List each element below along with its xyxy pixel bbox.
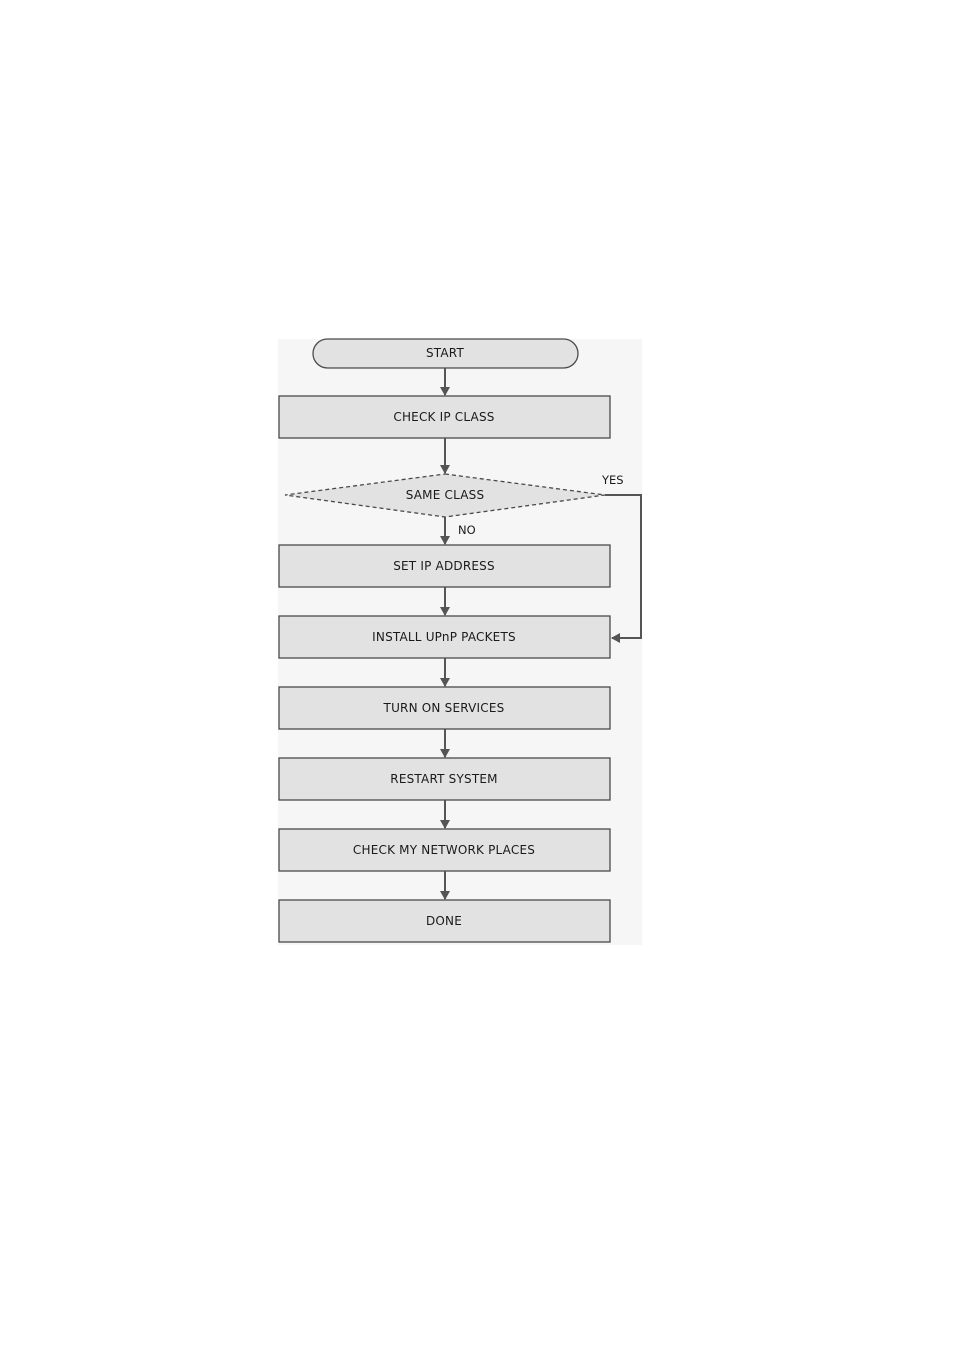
check-ip-class-node: CHECK IP CLASS	[278, 395, 611, 439]
start-label: START	[426, 346, 464, 360]
start-node: START	[312, 338, 579, 369]
restart-system-label: RESTART SYSTEM	[390, 772, 497, 786]
turn-on-services-node: TURN ON SERVICES	[278, 686, 611, 730]
no-label: NO	[458, 523, 476, 537]
arrow-yes-to-install	[605, 494, 642, 643]
restart-system-node: RESTART SYSTEM	[278, 757, 611, 801]
check-ip-class-label: CHECK IP CLASS	[393, 410, 494, 424]
same-class-label: SAME CLASS	[406, 488, 485, 502]
yes-label: YES	[601, 473, 624, 487]
check-network-places-node: CHECK MY NETWORK PLACES	[278, 828, 611, 872]
done-node: DONE	[278, 899, 611, 943]
done-label: DONE	[426, 914, 462, 928]
set-ip-address-node: SET IP ADDRESS	[278, 544, 611, 588]
install-upnp-node: INSTALL UPnP PACKETS	[278, 615, 611, 659]
turn-on-services-label: TURN ON SERVICES	[383, 701, 505, 715]
install-upnp-label: INSTALL UPnP PACKETS	[372, 630, 516, 644]
set-ip-address-label: SET IP ADDRESS	[393, 559, 495, 573]
check-network-places-label: CHECK MY NETWORK PLACES	[353, 843, 535, 857]
